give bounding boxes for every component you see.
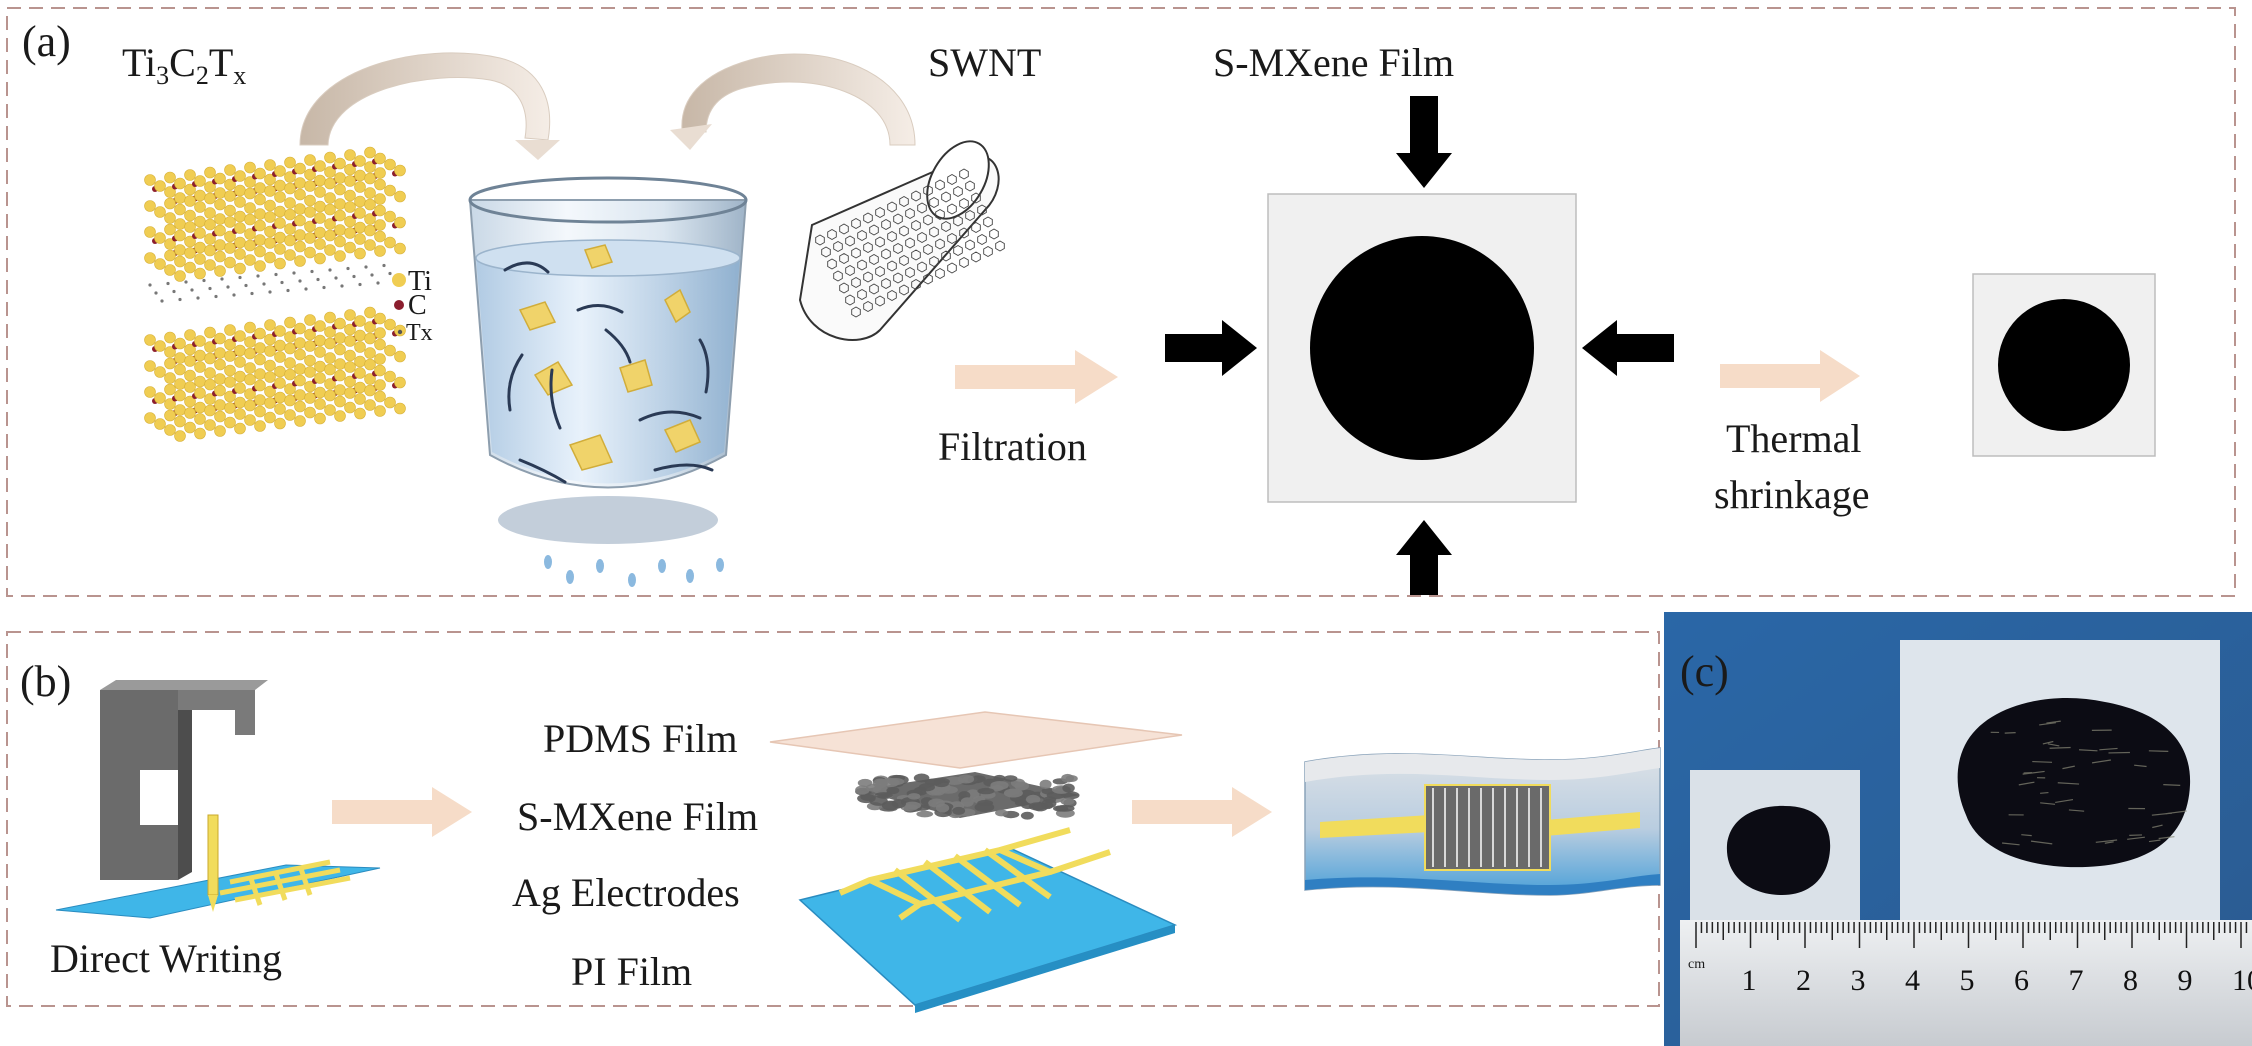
panel-c-photo: (c) 1 2 3 4 5 6 7 8 9 10 cm: [1664, 612, 2252, 1046]
thermal-flow-arrow: [1720, 350, 1860, 402]
smxene-film-label: S-MXene Film: [1213, 40, 1454, 85]
ruler-ticks: [1695, 922, 2248, 948]
mxene-arrowhead: [515, 140, 560, 160]
swnt-to-beaker-arrow: [681, 53, 916, 146]
sensor-grid-lines: [1432, 788, 1542, 867]
shrinkage-label: shrinkage: [1714, 472, 1870, 517]
panel-c-label: (c): [1680, 647, 1729, 696]
swnt-arrowhead: [670, 124, 712, 150]
ruler-number: 5: [1960, 964, 1975, 997]
carbon-nanotube: [798, 140, 1005, 341]
panel-b-flow-arrow-1: [332, 787, 472, 837]
arrow-left-right: [1582, 320, 1674, 376]
panel-a-border: [6, 7, 2236, 597]
printer-column-side: [178, 682, 192, 880]
panel-b-flow-arrow-2: [1132, 787, 1272, 837]
thermal-label: Thermal: [1726, 416, 1862, 461]
ruler-number: 3: [1851, 964, 1866, 997]
filtration-label: Filtration: [938, 424, 1087, 469]
sensor-band-top: [1305, 748, 1660, 782]
droplets: [544, 555, 724, 587]
beaker-water: [476, 258, 740, 484]
layer-label-ag: Ag Electrodes: [512, 870, 740, 915]
ruler-number: 9: [2178, 964, 2193, 997]
ruler-unit: cm: [1688, 957, 1705, 972]
arrow-right-left: [1165, 320, 1257, 376]
filtration-flow-arrow: [955, 350, 1118, 404]
flexible-sensor: [1304, 747, 1661, 896]
printer-electrode-pattern: [219, 859, 351, 906]
ruler-number: 4: [1905, 964, 1920, 997]
smxene-film-layer: [855, 772, 1080, 820]
printer-arm-top: [100, 680, 268, 690]
ti3c2tx-formula: Ti3C2Tx: [122, 40, 246, 90]
beaker: [468, 176, 748, 587]
panel-a-label: (a): [22, 17, 71, 66]
printer-column: [100, 690, 178, 880]
filter-disk: [498, 496, 718, 544]
direct-writing-label: Direct Writing: [50, 936, 282, 981]
ti-atom-icon: [392, 273, 406, 287]
shrunk-film-disk: [1998, 299, 2130, 431]
arrow-down-top: [1396, 96, 1452, 188]
ruler-number: 8: [2123, 964, 2138, 997]
pdms-film-layer: [769, 711, 1183, 769]
mxene-crystal-structure: [144, 146, 406, 442]
c-atom-icon: [394, 300, 404, 310]
beaker-rim: [468, 176, 748, 224]
tx-atom-icon: [397, 329, 403, 335]
panel-b-label: (b): [20, 657, 71, 706]
swnt-label: SWNT: [928, 40, 1041, 85]
legend-tx: Tx: [406, 320, 433, 346]
large-film-sample: [1957, 697, 2191, 868]
direct-writing-printer: [55, 680, 381, 919]
ruler-numbers: 1 2 3 4 5 6 7 8 9 10: [1742, 964, 2252, 997]
ruler-number: 2: [1796, 964, 1811, 997]
film-fiber-texture: [1990, 720, 2187, 846]
printer-arm: [100, 690, 255, 735]
exploded-sensor-layers: [769, 711, 1183, 1013]
pi-film-edge: [915, 925, 1175, 1013]
small-film-sample: [1726, 805, 1831, 895]
ruler-number: 6: [2014, 964, 2029, 997]
sensor-trace-left: [1320, 815, 1430, 838]
printer-nozzle-tip: [208, 895, 218, 912]
atom-legend: Ti C Tx: [392, 266, 433, 346]
arrow-up-bottom: [1396, 520, 1452, 595]
printer-nozzle: [207, 814, 219, 896]
layer-label-smxene: S-MXene Film: [517, 794, 758, 839]
sensor-active-area: [1424, 784, 1551, 871]
swnt-strands: [503, 261, 714, 484]
printer-notch: [140, 770, 178, 825]
pi-film-layer: [798, 847, 1178, 1006]
ruler-number: 1: [1742, 964, 1757, 997]
smxene-film-disk: [1310, 236, 1534, 460]
ag-electrodes-layer: [838, 827, 1111, 923]
layer-label-pdms: PDMS Film: [543, 716, 738, 761]
ruler-number: 10: [2232, 964, 2252, 997]
mxene-flakes: [518, 244, 702, 471]
sensor-trace-right: [1545, 812, 1640, 836]
legend-ti: Ti: [408, 266, 432, 297]
ruler-number: 7: [2069, 964, 2084, 997]
ruler: [1680, 920, 2252, 1046]
legend-c: C: [408, 290, 427, 321]
sensor-band-bottom: [1305, 874, 1660, 895]
mxene-to-beaker-arrow: [299, 52, 551, 146]
layer-label-pi: PI Film: [571, 949, 692, 994]
